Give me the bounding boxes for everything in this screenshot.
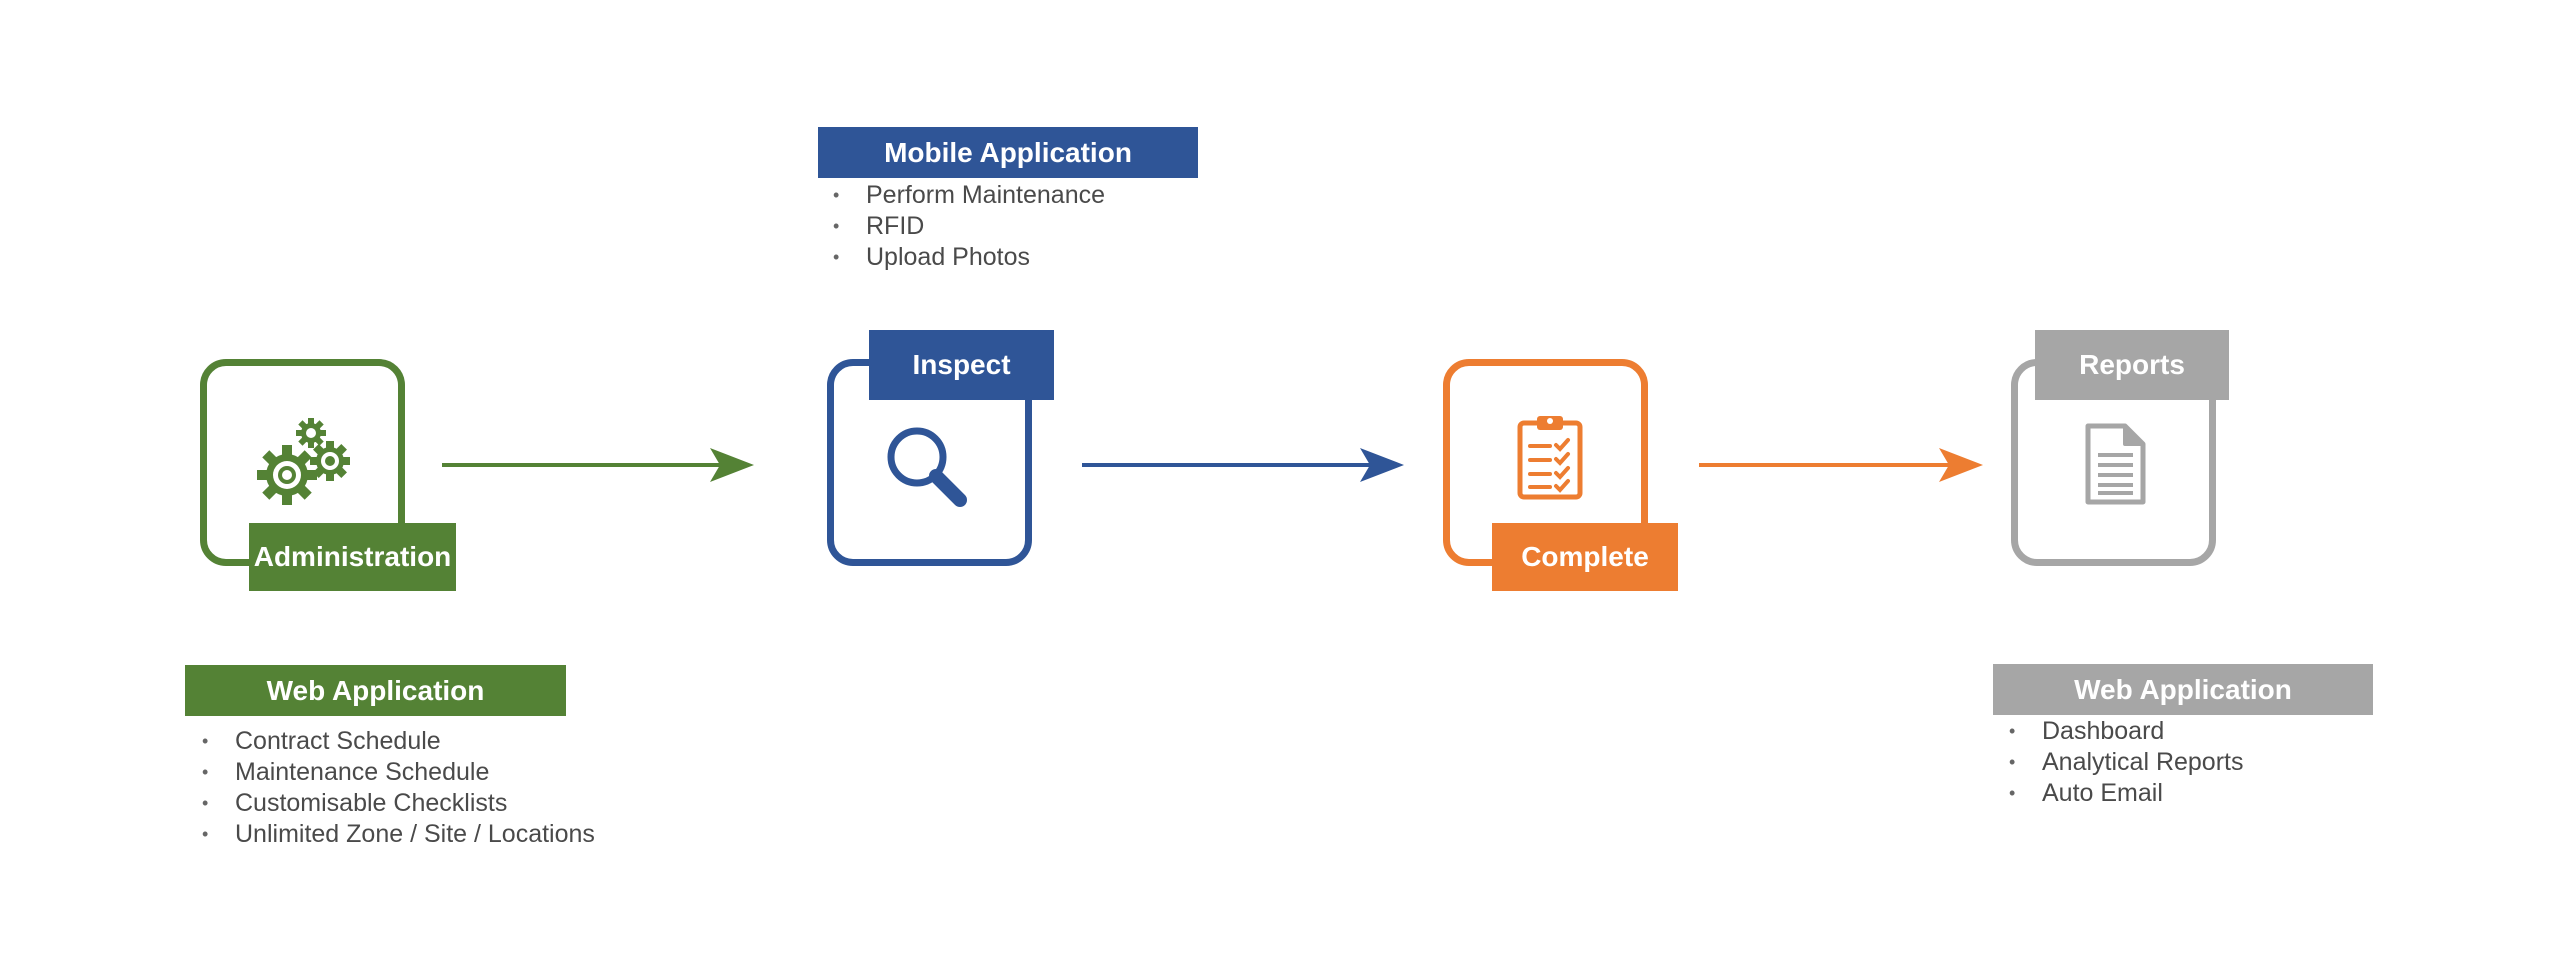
arrow-3	[1699, 448, 1983, 482]
admin-web-application-list: •Contract Schedule •Maintenance Schedule…	[202, 726, 595, 850]
administration-label: Administration	[249, 523, 456, 591]
list-item: •Maintenance Schedule	[202, 758, 490, 786]
admin-web-application-header: Web Application	[185, 665, 566, 716]
list-item: •Upload Photos	[833, 243, 1031, 271]
arrow-2	[1082, 448, 1404, 482]
list-item: •Analytical Reports	[2009, 748, 2244, 776]
reports-web-application-header: Web Application	[1993, 664, 2373, 715]
arrow-1	[442, 448, 754, 482]
mobile-application-list: •Perform Maintenance •RFID •Upload Photo…	[833, 180, 1105, 273]
inspect-step-box	[827, 359, 1032, 566]
list-item: •Contract Schedule	[202, 727, 441, 755]
reports-web-application-list: •Dashboard •Analytical Reports •Auto Ema…	[2009, 716, 2243, 809]
mobile-application-header: Mobile Application	[818, 127, 1198, 178]
inspect-label: Inspect	[869, 330, 1054, 400]
list-item: •Customisable Checklists	[202, 789, 508, 817]
list-item: •Auto Email	[2009, 779, 2163, 807]
complete-label: Complete	[1492, 523, 1678, 591]
list-item: •Perform Maintenance	[833, 181, 1106, 209]
list-item: •RFID	[833, 212, 925, 240]
complete-step-box	[1443, 359, 1648, 566]
list-item: •Dashboard	[2009, 717, 2165, 745]
reports-label: Reports	[2035, 330, 2229, 400]
gears-icon	[257, 418, 350, 505]
magnifier-icon	[887, 427, 967, 507]
document-icon	[2085, 423, 2146, 505]
clipboard-checklist-icon	[1517, 416, 1583, 500]
list-item: •Unlimited Zone / Site / Locations	[202, 820, 595, 848]
